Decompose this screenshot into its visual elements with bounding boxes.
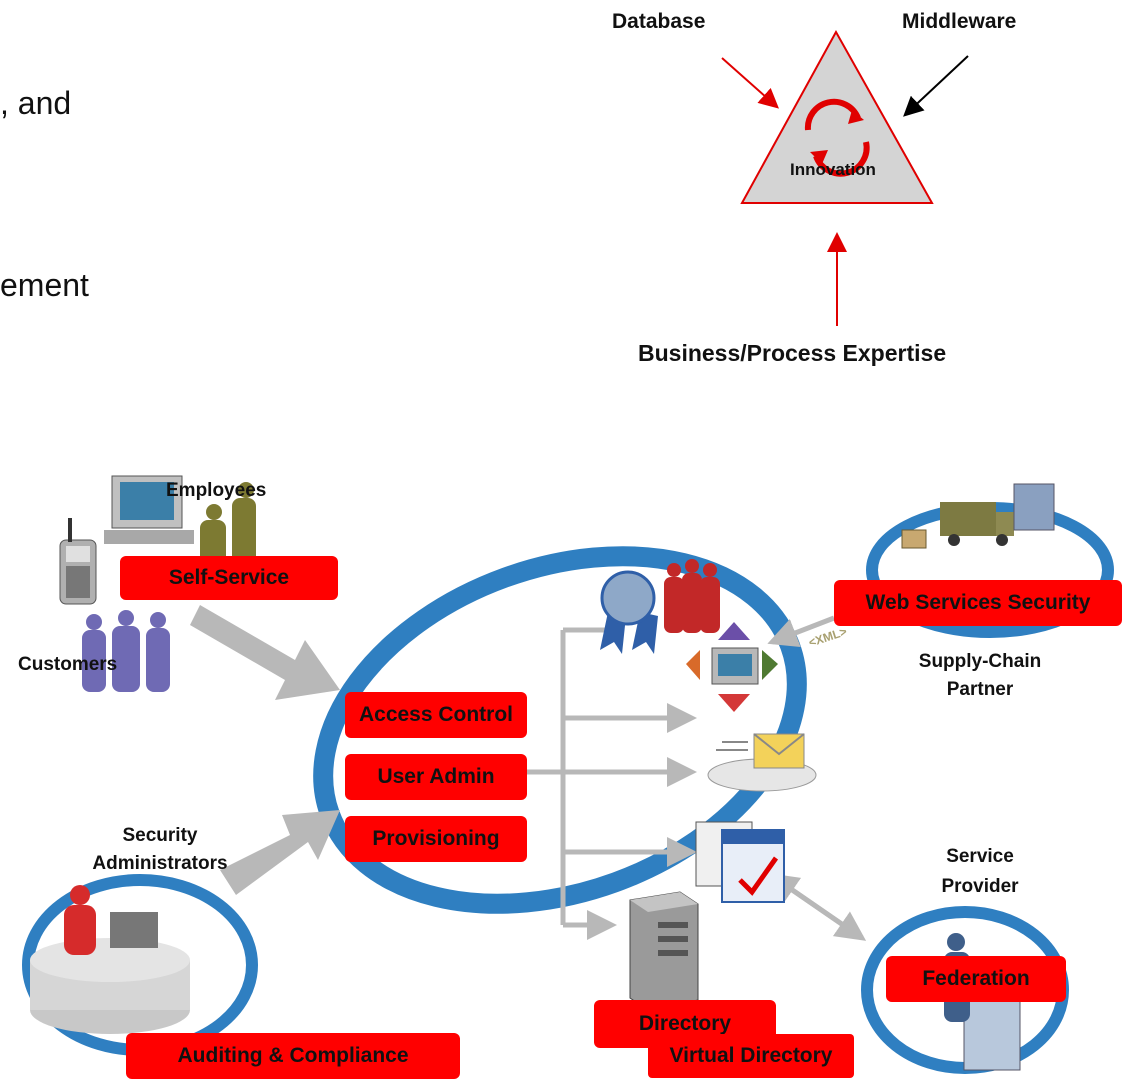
mobile-phone-icon xyxy=(59,518,97,605)
slide-text-fragment-1: , and xyxy=(0,85,72,121)
employees-figures-icon xyxy=(200,482,256,564)
security-admin-icon xyxy=(30,885,190,1034)
network-computer-icon xyxy=(686,622,778,712)
oracle-badge-icon xyxy=(600,570,658,654)
virtual-directory-box: Virtual Directory xyxy=(648,1034,854,1078)
web-services-security-box: Web Services Security xyxy=(834,580,1122,626)
truck-icon xyxy=(901,483,1055,549)
calendar-icon xyxy=(695,821,785,903)
access-control-box: Access Control xyxy=(345,692,527,738)
red-people-icon xyxy=(664,559,720,633)
self-service-arrow xyxy=(190,605,340,700)
database-arrow xyxy=(721,57,779,109)
cycle-icon xyxy=(804,98,870,177)
middleware-label: Middleware xyxy=(902,10,1017,33)
user-admin-box: User Admin xyxy=(345,754,527,800)
customers-label: Customers xyxy=(18,654,118,675)
slide-text-fragment-2: ement xyxy=(0,267,89,303)
customers-figures-icon xyxy=(82,610,170,692)
provisioning-box: Provisioning xyxy=(345,816,527,862)
security-administrators-label: Security Administrators xyxy=(92,825,228,874)
server-icon xyxy=(629,891,699,1011)
auditing-compliance-box: Auditing & Compliance xyxy=(126,1033,460,1079)
employees-label: Employees xyxy=(166,480,267,501)
service-provider-label: Service Provider xyxy=(941,846,1019,897)
innovation-triangle xyxy=(740,29,934,204)
federation-arrow xyxy=(767,873,867,941)
database-label: Database xyxy=(612,10,706,33)
self-service-box: Self-Service xyxy=(120,556,338,600)
admin-arrow xyxy=(220,810,340,895)
supply-chain-partner-label: Supply-Chain Partner xyxy=(918,651,1042,700)
federation-box: Federation xyxy=(886,956,1066,1002)
innovation-label: Innovation xyxy=(790,160,876,179)
middleware-arrow xyxy=(903,55,969,117)
distribution-lines xyxy=(523,627,697,940)
desktop-computer-icon xyxy=(104,475,194,544)
web-services-arrow xyxy=(767,615,835,647)
email-icon xyxy=(707,733,817,792)
business-expertise-label: Business/Process Expertise xyxy=(638,340,947,366)
